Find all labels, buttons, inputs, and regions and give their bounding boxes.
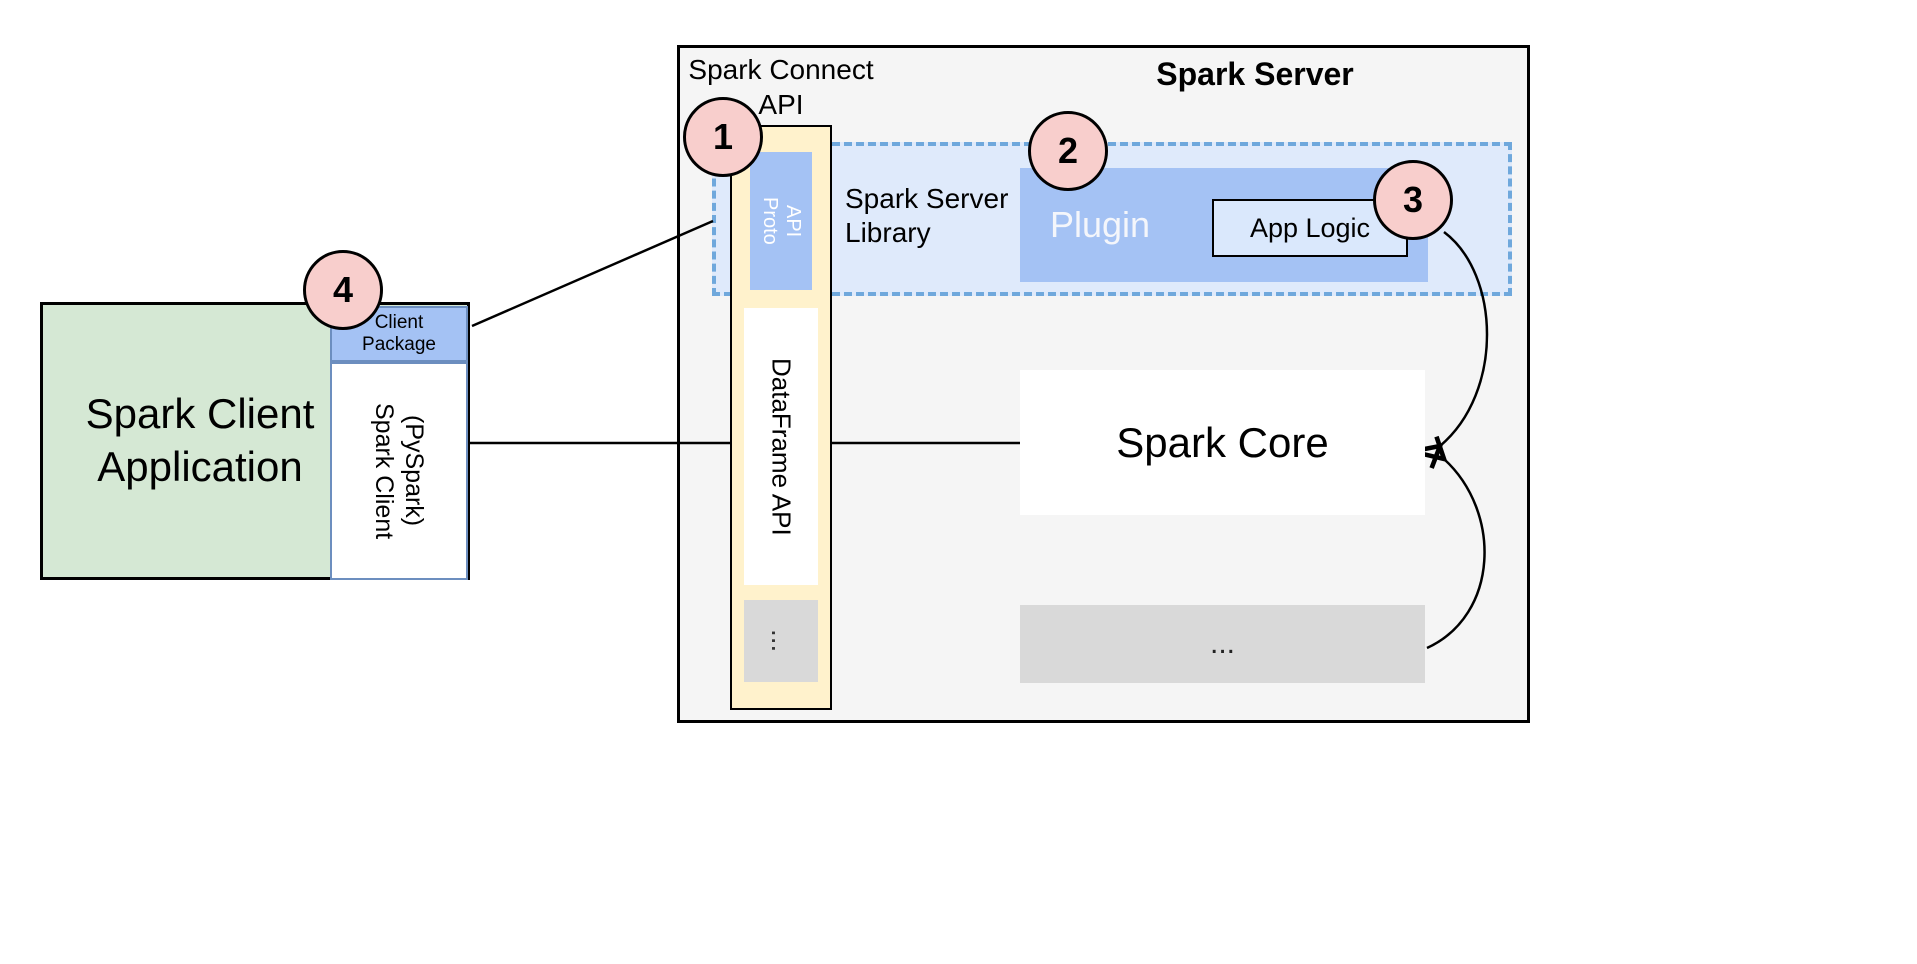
spark-connect-api-label: Spark Connect API [688,54,874,120]
app-logic-label: App Logic [1249,212,1371,243]
client-package-label: Client Package [362,312,436,355]
step-badge-4-number: 4 [332,269,354,310]
spark-client-application-label: Spark Client Application [85,390,315,490]
step-badge-2: 2 [1028,111,1108,191]
server-ellipsis: ... [1209,627,1235,660]
api-column-ellipsis: ... [766,629,797,653]
server-ellipsis-box: ... [1020,605,1425,683]
proto-api-box: Proto API [750,152,812,290]
spark-server-title: Spark Server [1156,56,1354,92]
step-badge-1-number: 1 [712,116,734,157]
plugin-label: Plugin [1050,204,1151,245]
spark-client-library-box: Spark Client (PySpark) [330,362,468,580]
step-badge-3: 3 [1373,160,1453,240]
dataframe-api-box: DataFrame API [744,308,818,585]
spark-client-library-label: Spark Client (PySpark) [370,402,428,540]
step-badge-4: 4 [303,250,383,330]
step-badge-3-number: 3 [1402,179,1424,220]
spark-core-label: Spark Core [1116,418,1329,466]
proto-api-label: Proto API [759,197,804,245]
spark-core-box: Spark Core [1020,370,1425,515]
api-column-ellipsis-box: ... [744,600,818,682]
spark-server-library-label: Spark Server Library [845,183,1009,248]
step-badge-1: 1 [683,97,763,177]
dataframe-api-label: DataFrame API [766,357,797,536]
step-badge-2-number: 2 [1057,130,1079,171]
